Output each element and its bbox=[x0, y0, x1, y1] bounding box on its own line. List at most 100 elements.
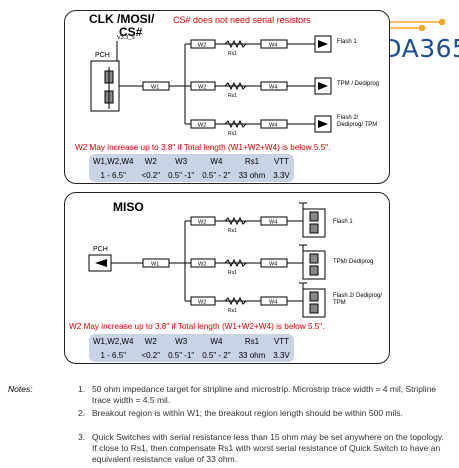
target-tpm: TPM / Dediprog bbox=[337, 81, 380, 87]
note-number: 3. bbox=[78, 432, 86, 442]
table-header-cell: W1,W2,W4 bbox=[93, 336, 134, 346]
w2-label-b2: W2 bbox=[198, 262, 206, 268]
w2-segment-b1 bbox=[190, 216, 216, 226]
w4-label-1: W4 bbox=[269, 43, 277, 49]
w2-label-2: W2 bbox=[198, 85, 206, 91]
table-row: 1 - 6.5" <0.2" 0.5" -1" 0.5" - 2" 33 ohm… bbox=[89, 168, 294, 182]
note-text: Quick Switches with serial resistance le… bbox=[92, 432, 444, 464]
pch-label: PCH bbox=[95, 52, 110, 59]
table-header-cell: VTT bbox=[273, 336, 290, 346]
rs1-resistor-1 bbox=[224, 39, 247, 49]
table-cell: 0.5" - 2" bbox=[202, 350, 231, 360]
table-cell: 3.3V bbox=[273, 170, 290, 180]
table-cell: <0.2" bbox=[141, 170, 161, 180]
driver-1-icon bbox=[299, 202, 326, 238]
table-header-cell: W2 bbox=[144, 336, 157, 346]
rs1-resistor-b3 bbox=[224, 296, 247, 306]
topology-diagram-bottom: PCH W1 W2 Rs1 W4 W2 Rs1 W4 W2 Rs1 W4 bbox=[88, 202, 326, 318]
table-row: 1 - 6.5" <0.2" 0.5" -1" 0.5" - 2" 33 ohm… bbox=[89, 348, 294, 362]
target-flash2-miso: Flash 2/ Dediprog/ TPM bbox=[333, 293, 383, 306]
driver-3-icon bbox=[299, 282, 326, 318]
note-text: 50 ohm impedance target for stripline an… bbox=[92, 384, 437, 405]
w2-segment-1 bbox=[190, 39, 216, 49]
target-tpm-miso: TPM/ Dediprog bbox=[333, 259, 374, 265]
panel-title-miso: MISO bbox=[113, 200, 144, 214]
note-item-3: 3. Quick Switches with serial resistance… bbox=[78, 432, 444, 465]
rs1-resistor-2 bbox=[224, 81, 247, 91]
rs1-label-1: Rs1 bbox=[228, 51, 237, 57]
w2-segment-b2 bbox=[190, 258, 216, 268]
table-cell: 0.5" -1" bbox=[168, 170, 195, 180]
w2-label-b1: W2 bbox=[198, 220, 206, 226]
table-header-cell: W4 bbox=[210, 156, 223, 166]
table-cell: 0.5" -1" bbox=[168, 350, 195, 360]
table-header-cell: W4 bbox=[210, 336, 223, 346]
w4-label-b2: W4 bbox=[269, 262, 277, 268]
rs1-label-b2: Rs1 bbox=[228, 270, 237, 276]
pch-label-bottom: PCH bbox=[93, 246, 108, 253]
w2-rule-bottom: W2 May increase up to 3.8" if Total leng… bbox=[69, 322, 325, 331]
panel-miso: MISO PCH W1 W2 Rs1 W4 W2 Rs1 W4 W2 Rs1 bbox=[64, 192, 390, 364]
rs1-label-b3: Rs1 bbox=[228, 308, 237, 314]
w1-segment-bottom bbox=[142, 258, 170, 268]
title-line-1: CLK /MOSI/ bbox=[89, 12, 155, 26]
table-cell: <0.2" bbox=[141, 350, 161, 360]
w2-label-1: W2 bbox=[198, 43, 206, 49]
table-cell: 33 ohm bbox=[238, 350, 266, 360]
w2-label-b3: W2 bbox=[198, 300, 206, 306]
w2-segment-2 bbox=[190, 81, 216, 91]
w4-segment-b1 bbox=[260, 216, 288, 226]
w2-segment-3 bbox=[190, 119, 216, 129]
rs1-label-3: Rs1 bbox=[228, 131, 237, 137]
table-header-cell: W1,W2,W4 bbox=[93, 156, 134, 166]
w4-segment-3 bbox=[260, 119, 288, 129]
table-cell: 1 - 6.5" bbox=[100, 350, 126, 360]
w4-segment-1 bbox=[260, 39, 288, 49]
note-item-1: 1. 50 ohm impedance target for stripline… bbox=[78, 384, 444, 406]
w4-label-3: W4 bbox=[269, 123, 277, 129]
w4-segment-b3 bbox=[260, 296, 288, 306]
title-line-2: CS# bbox=[119, 25, 143, 39]
target-flash2: Flash 2/ Dediprog/ TPM bbox=[337, 115, 378, 128]
w1-label-bottom: W1 bbox=[151, 262, 159, 268]
w4-label-b3: W4 bbox=[269, 300, 277, 306]
table-cell: 1 - 6.5" bbox=[100, 170, 126, 180]
topology-diagram-top: PCH V3.3_S W1 W2 Rs1 W4 W2 Rs1 W4 bbox=[90, 35, 332, 137]
table-header-cell: W3 bbox=[175, 156, 188, 166]
w4-segment-2 bbox=[260, 81, 288, 91]
table-header-cell: Rs1 bbox=[244, 156, 260, 166]
table-header-cell: Rs1 bbox=[244, 336, 260, 346]
note-text: Breakout region is within W1; the breako… bbox=[92, 408, 403, 418]
spec-table-bottom: W1,W2,W4 W2 W3 W4 Rs1 VTT 1 - 6.5" <0.2"… bbox=[89, 334, 294, 362]
panel-title-clk: CLK /MOSI/ CS# bbox=[89, 13, 154, 39]
target-flash1: Flash 1 bbox=[337, 39, 357, 45]
table-header-row: W1,W2,W4 W2 W3 W4 Rs1 VTT bbox=[89, 154, 294, 168]
rs1-resistor-b1 bbox=[224, 216, 247, 226]
notes-label: Notes: bbox=[8, 384, 33, 394]
rs1-resistor-3 bbox=[224, 119, 247, 129]
table-header-cell: W3 bbox=[175, 336, 188, 346]
voltage-label: V3.3_S bbox=[117, 35, 135, 41]
w4-label-b1: W4 bbox=[269, 220, 277, 226]
note-number: 2. bbox=[78, 408, 86, 418]
target-flash1-miso: Flash 1 bbox=[333, 219, 353, 225]
w2-rule-top: W2 May increase up to 3.8" if Total leng… bbox=[75, 143, 331, 152]
w1-segment bbox=[142, 81, 170, 91]
note-item-2: 2. Breakout region is within W1; the bre… bbox=[78, 408, 444, 419]
w2-segment-b3 bbox=[190, 296, 216, 306]
rs1-label-2: Rs1 bbox=[228, 93, 237, 99]
table-header-cell: VTT bbox=[273, 156, 290, 166]
w1-label: W1 bbox=[151, 85, 159, 91]
rs1-label-b1: Rs1 bbox=[228, 228, 237, 234]
table-header-row: W1,W2,W4 W2 W3 W4 Rs1 VTT bbox=[89, 334, 294, 348]
cs-note: CS# does not need serial resistors bbox=[173, 15, 311, 25]
table-cell: 3.3V bbox=[273, 350, 290, 360]
w4-label-2: W4 bbox=[269, 85, 277, 91]
table-cell: 33 ohm bbox=[238, 170, 266, 180]
note-number: 1. bbox=[78, 384, 86, 394]
rs1-resistor-b2 bbox=[224, 258, 247, 268]
panel-clk-mosi-cs: CLK /MOSI/ CS# CS# does not need serial … bbox=[64, 10, 390, 184]
table-cell: 0.5" - 2" bbox=[202, 170, 231, 180]
w2-label-3: W2 bbox=[198, 123, 206, 129]
driver-2-icon bbox=[299, 244, 326, 280]
